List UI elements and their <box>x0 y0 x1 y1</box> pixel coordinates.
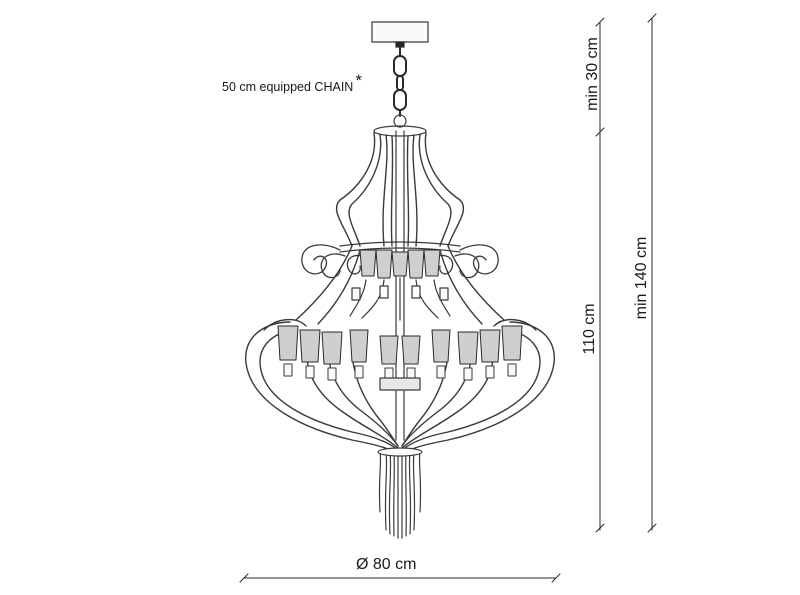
chain-note-text: 50 cm equipped CHAIN <box>222 80 354 94</box>
central-hub <box>380 378 420 390</box>
suspension-chain <box>394 47 406 116</box>
lower-candle-cups <box>284 364 516 380</box>
top-collar <box>374 126 426 136</box>
diameter-dimension-label: Ø 80 cm <box>356 556 417 573</box>
total-height-dimension-label: min 140 cm <box>633 236 650 320</box>
min-ceiling-dimension-label: min 30 cm <box>584 37 601 111</box>
dimension-lines <box>240 14 656 582</box>
bottom-tassel <box>378 448 422 538</box>
upper-shades <box>360 250 440 278</box>
chain-note: 50 cm equipped CHAIN* <box>222 71 362 96</box>
lower-shades <box>278 326 522 364</box>
upper-cage <box>337 133 464 246</box>
body-height-dimension-label: 110 cm <box>581 303 598 355</box>
upper-candle-arms <box>350 278 450 320</box>
upper-band <box>340 242 460 252</box>
chain-note-asterisk: * <box>355 71 362 90</box>
top-ring <box>394 115 406 127</box>
lower-cage <box>296 246 504 324</box>
ceiling-canopy <box>372 22 428 42</box>
